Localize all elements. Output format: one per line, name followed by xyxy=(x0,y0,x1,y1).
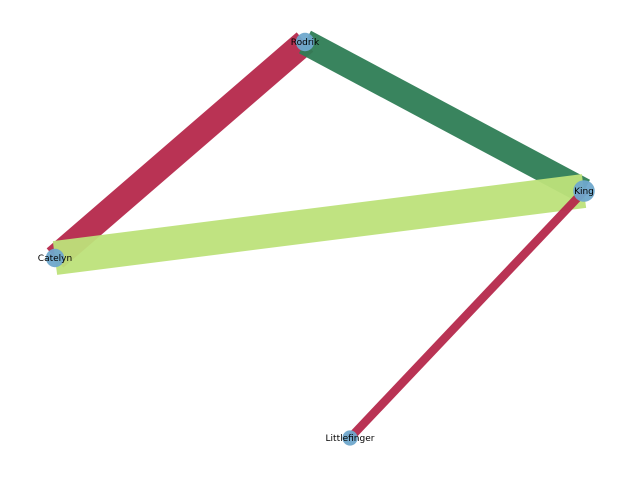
node-label-catelyn: Catelyn xyxy=(38,254,72,264)
node-label-king: King xyxy=(574,187,594,197)
node-king xyxy=(573,180,595,202)
edge-rodrik-king xyxy=(298,30,591,203)
edges-layer xyxy=(46,30,591,441)
node-catelyn xyxy=(45,248,65,268)
edge-catelyn-king xyxy=(52,174,587,275)
node-littlefinger xyxy=(342,430,358,446)
edge-catelyn-rodrik xyxy=(46,32,314,268)
node-label-littlefinger: Littlefinger xyxy=(326,434,375,444)
node-label-rodrik: Rodrik xyxy=(291,38,320,48)
edge-king-littlefinger xyxy=(346,188,588,441)
node-rodrik xyxy=(295,32,315,52)
nodes-layer xyxy=(45,32,595,446)
